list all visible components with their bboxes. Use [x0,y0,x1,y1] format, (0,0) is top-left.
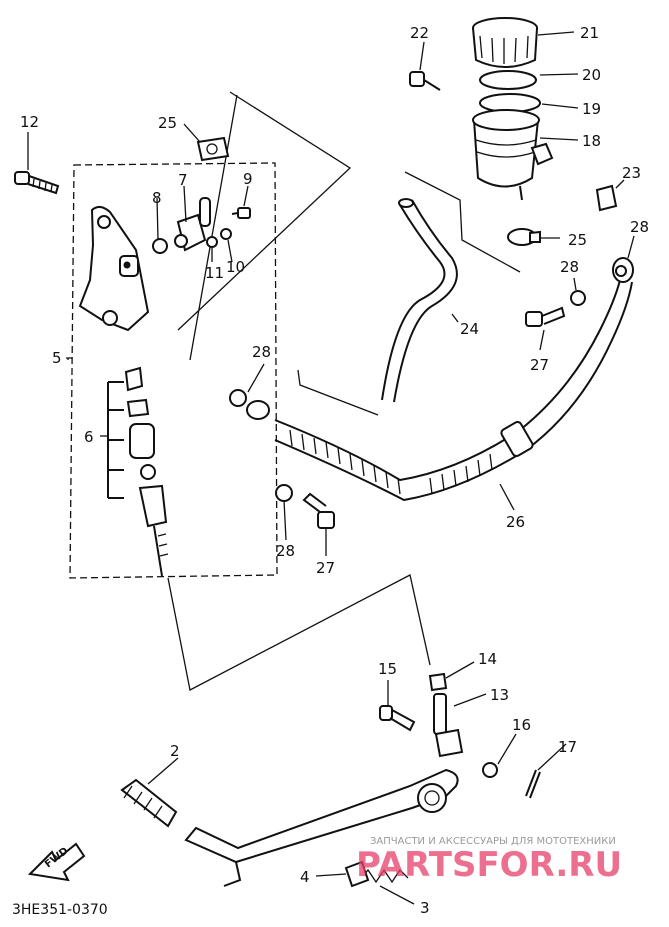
callout-14: 14 [478,650,497,668]
washer-part-16 [482,762,498,778]
diagram-code: 3HE351-0370 [12,902,108,918]
forward-direction-arrow: FWD [27,842,86,882]
callout-17: 17 [558,738,577,756]
reference-outline-hose24 [297,171,521,416]
clevis-part-13 [433,693,464,758]
callout-15: 15 [378,660,397,678]
hose-armor-left [289,429,401,495]
collar-part-4 [344,860,370,888]
watermark-tagline: ЗАПЧАСТИ И АКСЕССУАРЫ ДЛЯ МОТОТЕХНИКИ [370,836,616,847]
callout-27-upper: 27 [530,356,549,374]
reservoir-hose-part-24 [381,204,446,401]
hose-fitting-part-7 [174,197,211,252]
callout-24: 24 [460,320,479,338]
pin-part-15 [379,705,416,732]
washer-part-28-b [275,484,293,502]
callout-10: 10 [226,258,245,276]
brake-hose-part-26-inner [274,281,633,502]
callout-7: 7 [178,171,188,189]
hose-collar [500,420,534,458]
hose-armor-right [429,453,493,495]
washer-part-28-d [615,265,627,277]
reservoir-hose-part-24-inner [393,199,458,403]
callout-12: 12 [20,113,39,131]
reservoir-cap-part-21 [472,17,538,68]
callout-23: 23 [622,164,641,182]
callout-25-upper: 25 [158,114,177,132]
watermark: ЗАПЧАСТИ И АКСЕССУАРЫ ДЛЯ МОТОТЕХНИКИ PA… [356,836,622,885]
washer-part-28-c [570,290,586,306]
callout-4: 4 [300,868,310,886]
piston-kit-part-6 [107,366,169,577]
callout-28-top-right: 28 [630,218,649,236]
callout-26: 26 [506,513,525,531]
callout-22: 22 [410,24,429,42]
clip-part-11 [206,236,218,248]
callout-11: 11 [205,264,224,282]
callout-9: 9 [243,170,253,188]
banjo-fitting-left [246,400,270,420]
nut-part-14 [428,672,448,692]
hose-clip-part-25-upper [196,136,230,162]
watermark-brand: PARTSFOR.RU [356,845,622,885]
washer-part-28-a [229,389,247,407]
cotter-pin-part-17 [525,769,541,799]
callout-20: 20 [582,66,601,84]
callout-28-right: 28 [560,258,579,276]
callout-21: 21 [580,24,599,42]
callout-6: 6 [84,428,94,446]
brake-pedal-arm [184,768,459,887]
callout-3: 3 [420,899,430,917]
cap-plate-part-20 [479,70,537,90]
assembly-dashed-box [69,162,278,579]
callout-5: 5 [52,349,62,367]
union-bolt-part-27-lower [302,492,335,529]
washer-part-10 [220,228,232,240]
callout-13: 13 [490,686,509,704]
callout-25-lower: 25 [568,231,587,249]
hose-clip-part-25-lower [507,228,541,246]
callout-28-left: 28 [252,343,271,361]
reservoir-tank-part-18 [472,109,554,201]
master-cylinder-body [78,206,150,332]
callout-19: 19 [582,100,601,118]
callout-28-lower: 28 [276,542,295,560]
leader-lines [27,31,635,905]
reference-outline-lower [167,574,431,691]
bracket-part-23 [595,184,618,212]
callout-8: 8 [152,189,162,207]
o-ring-part-8 [152,238,168,254]
callout-27-lower: 27 [316,559,335,577]
callout-16: 16 [512,716,531,734]
screw-part-22 [409,71,441,91]
callout-2: 2 [170,742,180,760]
callout-18: 18 [582,132,601,150]
pedal-rubber-part-2 [120,778,178,828]
union-bolt-part-27-upper [525,306,566,327]
screw-part-9 [231,207,251,219]
return-spring-part-3 [359,868,409,884]
hose-end-upper [398,198,414,208]
reference-outline-upper [177,91,352,361]
bolt-part-12 [14,171,60,195]
